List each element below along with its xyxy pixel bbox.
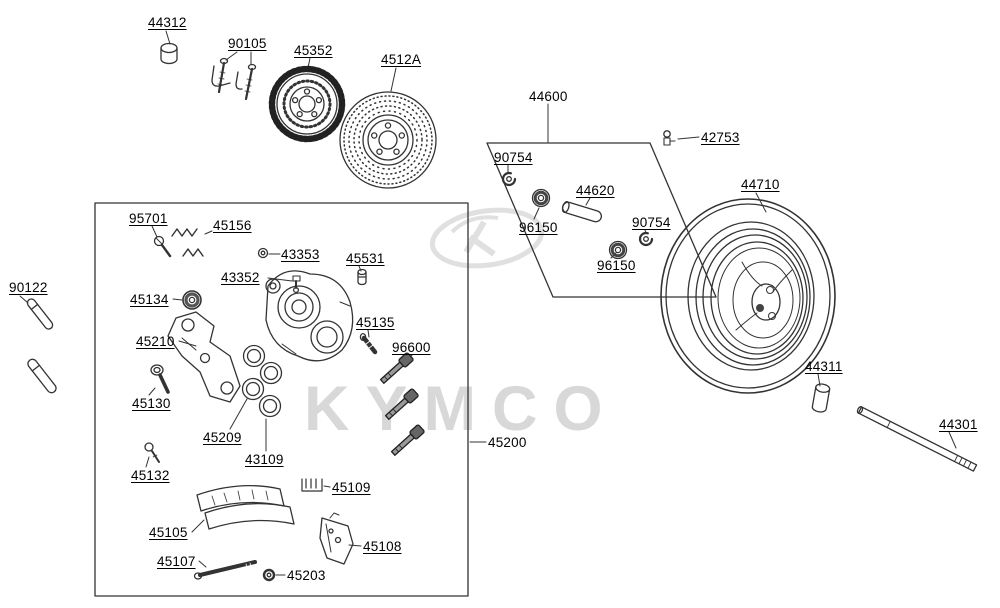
part-screws-90105 [211,57,257,101]
part-cap-45531 [357,268,367,286]
part-label-45132: 45132 [131,468,170,483]
part-label-96150-upper: 96150 [519,220,558,235]
part-label-96600: 96600 [392,340,431,355]
part-bearing-96150-upper [531,188,551,208]
part-label-45105: 45105 [149,525,188,540]
part-pad-springs-45156 [171,228,204,257]
part-label-45210: 45210 [136,334,175,349]
part-label-95701: 95701 [129,211,168,226]
part-label-90754-lower: 90754 [632,215,671,230]
part-screw-45132 [144,442,160,463]
part-bleeder-43352 [292,275,301,294]
part-label-44620: 44620 [576,183,615,198]
part-seal-45134 [182,290,202,310]
part-label-45203: 45203 [287,568,326,583]
part-label-90754-upper: 90754 [494,150,533,165]
part-label-43353: 43353 [281,247,320,262]
caliper-group-box-45200 [94,202,469,597]
part-nut-43353 [257,247,269,259]
part-label-45135: 45135 [356,315,395,330]
part-bolt-45130 [150,364,170,394]
part-pin-45135 [359,332,378,355]
hub-group-box-44600 [486,142,717,298]
kymco-emblem-watermark [429,207,545,269]
part-label-43109: 43109 [245,452,284,467]
part-brake-pads-45105 [196,484,295,530]
part-sensor-ring-45352 [268,65,346,143]
part-label-45156: 45156 [213,218,252,233]
part-label-44312: 44312 [148,15,187,30]
part-bracket-45210 [167,311,241,403]
part-pad-pin-45107 [193,560,257,580]
part-label-45352: 45352 [294,43,333,58]
part-bearing-96150-lower [608,240,628,260]
part-label-45209: 45209 [203,430,242,445]
part-axle-44301 [856,405,978,472]
part-brake-disc-4512A [339,91,437,189]
part-label-42753: 42753 [701,130,740,145]
part-bolts-96600 [379,352,425,456]
part-screw-95701 [153,235,172,258]
part-pins-90122 [26,298,57,394]
part-caliper-body [265,270,354,362]
part-pistons-45209 [241,344,283,418]
part-valve-42753 [663,130,676,146]
part-circlip-90754-lower [638,231,654,247]
part-front-wheel-44710 [660,198,836,394]
part-label-45531: 45531 [346,251,385,266]
part-circlip-90754-upper [501,171,517,187]
watermark-text: KYMCO [304,374,619,444]
part-spacer-44620 [561,201,603,223]
part-spacer-44311 [811,383,831,413]
part-label-90105: 90105 [228,36,267,51]
part-label-44600: 44600 [529,89,568,104]
part-label-90122: 90122 [9,280,48,295]
part-label-45134: 45134 [130,292,169,307]
part-clip-45109 [301,478,323,492]
part-label-43352: 43352 [221,270,260,285]
part-label-4512A: 4512A [381,52,422,67]
part-label-44301: 44301 [939,417,978,432]
part-label-45200: 45200 [488,435,527,450]
part-label-45109: 45109 [332,480,371,495]
part-label-44311: 44311 [805,359,843,374]
part-bushing-44312 [160,42,178,65]
part-label-44710: 44710 [741,177,780,192]
part-shim-45108 [319,512,354,565]
part-grommet-45203 [262,568,276,582]
part-label-45108: 45108 [363,539,402,554]
part-label-96150-lower: 96150 [597,258,636,273]
part-label-45107: 45107 [157,554,196,569]
part-label-45130: 45130 [132,396,171,411]
